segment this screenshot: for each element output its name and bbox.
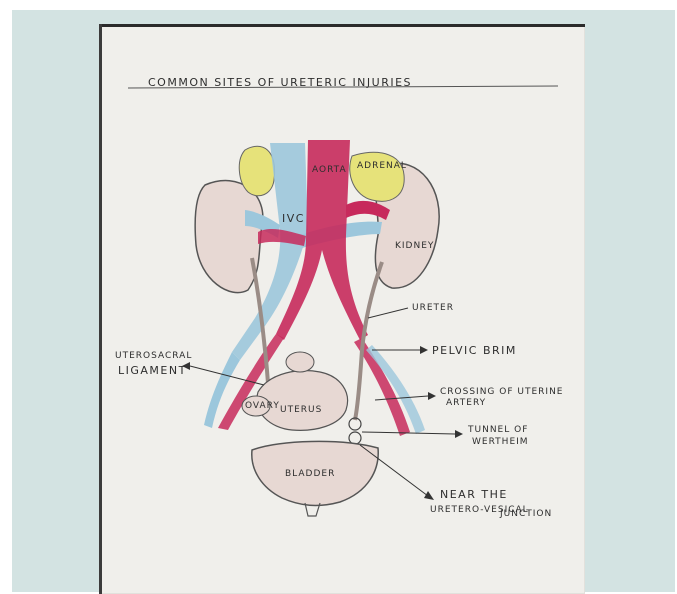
- wertheim-loop-bottom: [349, 432, 361, 444]
- crossing-label-2: ARTERY: [446, 398, 486, 408]
- kidney-label: KIDNEY: [395, 241, 434, 251]
- ovary-label: OVARY: [245, 401, 280, 411]
- near-junction-label-3: JUNCTION: [499, 509, 552, 519]
- left-kidney: [195, 181, 263, 293]
- right-adrenal: [350, 152, 404, 201]
- right-ovary-organ: [286, 352, 314, 372]
- near-junction-arrowhead: [424, 491, 434, 500]
- ureter-label: URETER: [412, 303, 454, 313]
- uterosacral-label-2: LIGAMENT: [118, 364, 187, 377]
- aorta-label: AORTA: [312, 165, 347, 175]
- ureter-pointer: [368, 308, 408, 318]
- bladder-label: BLADDER: [285, 469, 335, 479]
- tunnel-label-2: WERTHEIM: [472, 437, 529, 447]
- near-junction-label-1: NEAR THE: [440, 488, 508, 501]
- uterus-label: UTERUS: [280, 405, 322, 415]
- adrenal-label: ADRENAL: [357, 161, 407, 171]
- uterosacral-label-1: UTEROSACRAL: [115, 351, 192, 361]
- pelvic-brim-label: PELVIC BRIM: [432, 344, 517, 357]
- crossing-arrowhead: [428, 392, 436, 400]
- tunnel-arrowhead: [455, 430, 463, 438]
- left-adrenal: [239, 146, 274, 196]
- tunnel-label-1: TUNNEL OF: [467, 425, 528, 435]
- pelvic-brim-arrowhead: [420, 346, 428, 354]
- ivc-label: IVC: [282, 212, 305, 225]
- crossing-label-1: CROSSING OF UTERINE: [440, 387, 564, 397]
